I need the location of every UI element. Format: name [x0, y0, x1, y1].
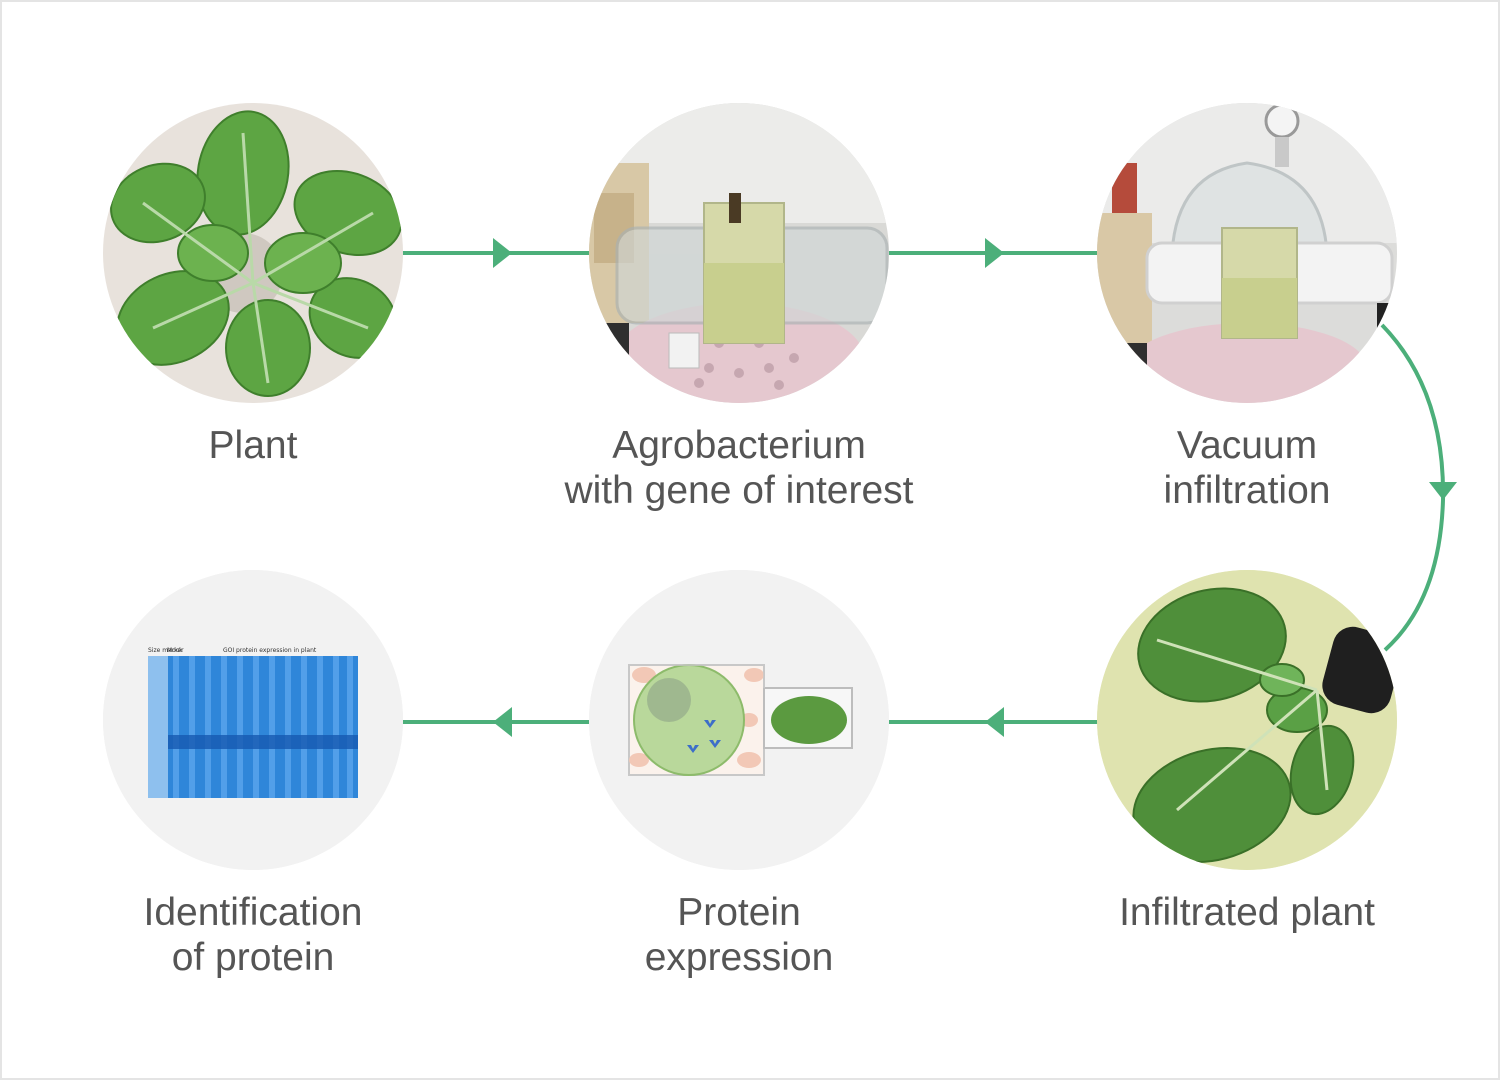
label-line: infiltration: [1163, 469, 1331, 512]
infiltrated-plant-photo: [1097, 570, 1397, 870]
step-label-identification: Identification of protein: [23, 890, 483, 980]
arrowhead-down: [1429, 482, 1457, 500]
label-line: expression: [644, 936, 834, 979]
label-line: Agrobacterium: [612, 424, 866, 467]
step-label-vacuum: Vacuum infiltration: [1017, 423, 1477, 513]
arrowhead-left-2: [493, 707, 512, 737]
agrobacterium-photo: [589, 103, 889, 403]
step-label-agrobacterium: Agrobacterium with gene of interest: [509, 423, 969, 513]
label-line: with gene of interest: [564, 469, 914, 512]
plant-photo: [103, 103, 403, 403]
gel-header-mock: Mock: [167, 647, 183, 654]
label-line: Vacuum: [1176, 424, 1318, 467]
protein-expression-illustration: [589, 570, 889, 870]
label-line: Identification: [143, 891, 363, 934]
step-label-infiltrated: Infiltrated plant: [1017, 890, 1477, 935]
arrowhead-left-1: [985, 707, 1004, 737]
step-label-plant: Plant: [23, 423, 483, 468]
label-line: of protein: [171, 936, 335, 979]
label-line: Plant: [208, 424, 298, 467]
step-label-expression: Protein expression: [509, 890, 969, 980]
arrowhead-right-1: [493, 238, 512, 268]
gel-header-goi: GOI protein expression in plant: [223, 647, 317, 654]
label-line: Protein: [677, 891, 801, 934]
sds-page-gel-image: Size marker Mock GOI protein expression …: [103, 570, 403, 870]
vacuum-infiltration-photo: [1097, 103, 1397, 403]
gel-header-size-marker: Size marker: [148, 647, 184, 654]
arrowhead-right-2: [985, 238, 1004, 268]
label-line: Infiltrated plant: [1119, 891, 1375, 934]
